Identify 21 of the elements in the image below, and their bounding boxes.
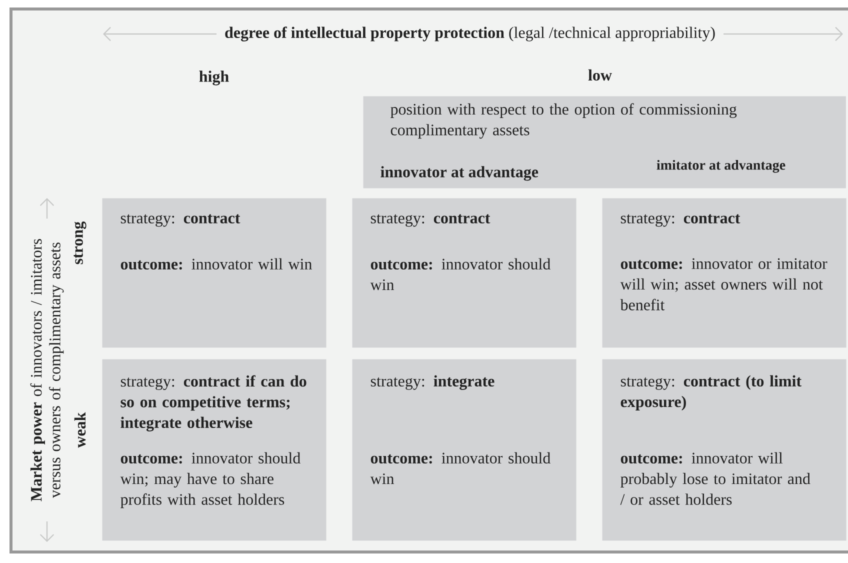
strategy-text: strategy: integrate (370, 375, 494, 390)
row-label: strong (74, 222, 86, 264)
strategy-text: strategy: contract if can do so on competitive terms; integrate otherwise (120, 375, 306, 432)
column-heading: innovator at advantage (380, 166, 538, 181)
column-heading: imitator at advantage (656, 160, 786, 173)
axis-label: degree of intellectual property protection (legal /technical appropriability) (216, 22, 724, 46)
outcome-text: outcome: innovator should win (370, 258, 550, 290)
row-label: weak (74, 412, 86, 448)
outcome-text: outcome: innovator should win (370, 452, 550, 484)
column-label: low (588, 69, 612, 81)
strategy-text: strategy: contract (to limit exposure) (620, 375, 802, 410)
strategy-text: strategy: contract (120, 214, 240, 227)
strategy-text: strategy: contract (370, 214, 490, 227)
column-label: high (199, 70, 229, 86)
axis-label: Market power of innovators / imitators versus owners of complimentary assets (28, 218, 66, 522)
outcome-text: outcome: innovator will win (120, 258, 312, 270)
outcome-text: outcome: innovator should win; may have to share profits with asset holders (120, 452, 300, 508)
outcome-text: outcome: innovator will probably lose to imitator and / or asset holders (620, 452, 810, 505)
outcome-text: outcome: innovator or imitator will win; asset owners will not benefit (620, 258, 828, 310)
heading: position with respect to the option of commissioning complimentary assets (390, 103, 737, 139)
strategy-text: strategy: contract (620, 214, 740, 227)
